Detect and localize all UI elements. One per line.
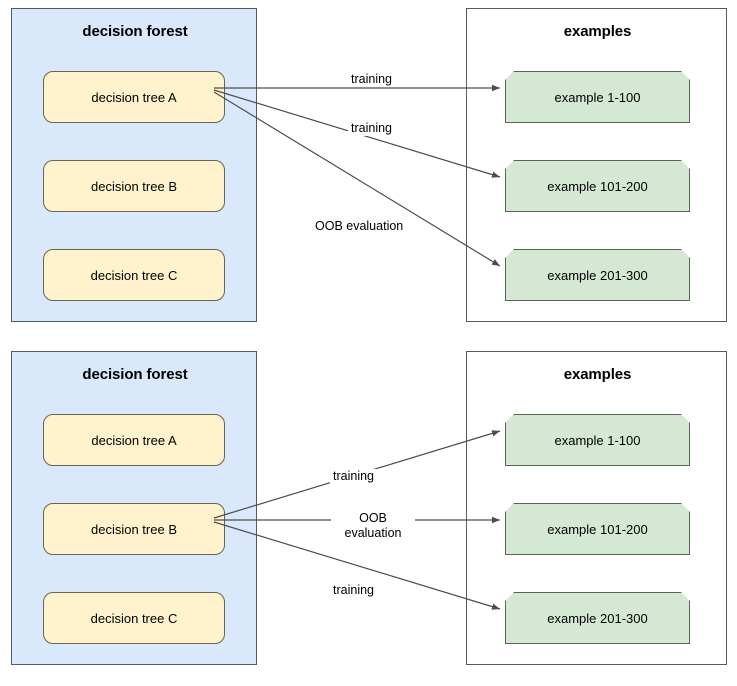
decision-tree-c-bottom-label: decision tree C: [90, 610, 178, 626]
example-1-100-bottom[interactable]: example 1-100: [505, 414, 690, 466]
examples-container-top: examples example 1-100 example 101-200 e…: [466, 8, 727, 322]
decision-tree-a-top[interactable]: decision tree A: [43, 71, 225, 123]
decision-tree-b-bottom[interactable]: decision tree B: [43, 503, 225, 555]
example-201-300-bottom-label: example 201-300: [547, 610, 648, 626]
examples-container-bottom: examples example 1-100 example 101-200 e…: [466, 351, 727, 665]
example-1-100-top-label: example 1-100: [554, 89, 641, 105]
decision-tree-b-bottom-label: decision tree B: [91, 521, 177, 537]
decision-forest-container-bottom: decision forest decision tree A decision…: [11, 351, 257, 665]
edge-label-b-oob-line2: evaluation: [344, 526, 402, 540]
example-201-300-bottom[interactable]: example 201-300: [505, 592, 690, 644]
edge-label-b-training-2: training: [330, 583, 377, 598]
example-1-100-bottom-label: example 1-100: [554, 432, 641, 448]
decision-forest-title-top: decision forest: [82, 23, 188, 40]
example-101-200-top-label: example 101-200: [547, 178, 648, 194]
decision-tree-a-top-label: decision tree A: [91, 89, 177, 105]
example-1-100-top[interactable]: example 1-100: [505, 71, 690, 123]
decision-tree-a-bottom[interactable]: decision tree A: [43, 414, 225, 466]
panel-tree-b-oob: decision forest decision tree A decision…: [0, 343, 737, 686]
examples-title-bottom: examples: [563, 366, 632, 383]
edge-label-b-training-1: training: [330, 469, 377, 484]
decision-forest-title-bottom: decision forest: [82, 366, 188, 383]
examples-title-top: examples: [563, 23, 632, 40]
decision-tree-c-bottom[interactable]: decision tree C: [43, 592, 225, 644]
example-101-200-top[interactable]: example 101-200: [505, 160, 690, 212]
decision-tree-c-top[interactable]: decision tree C: [43, 249, 225, 301]
example-201-300-top[interactable]: example 201-300: [505, 249, 690, 301]
edge-label-a-training-2: training: [348, 121, 395, 136]
decision-forest-container-top: decision forest decision tree A decision…: [11, 8, 257, 322]
example-201-300-top-label: example 201-300: [547, 267, 648, 283]
decision-tree-c-top-label: decision tree C: [90, 267, 178, 283]
decision-tree-b-top[interactable]: decision tree B: [43, 160, 225, 212]
edge-label-a-oob-evaluation: OOB evaluation: [312, 219, 407, 234]
decision-tree-b-top-label: decision tree B: [91, 178, 177, 194]
edge-label-a-training-1: training: [348, 72, 395, 87]
panel-tree-a-oob: decision forest decision tree A decision…: [11, 8, 727, 322]
example-101-200-bottom-label: example 101-200: [547, 521, 648, 537]
edge-label-b-oob-line1: OOB: [359, 511, 387, 525]
decision-tree-a-bottom-label: decision tree A: [91, 432, 177, 448]
example-101-200-bottom[interactable]: example 101-200: [505, 503, 690, 555]
